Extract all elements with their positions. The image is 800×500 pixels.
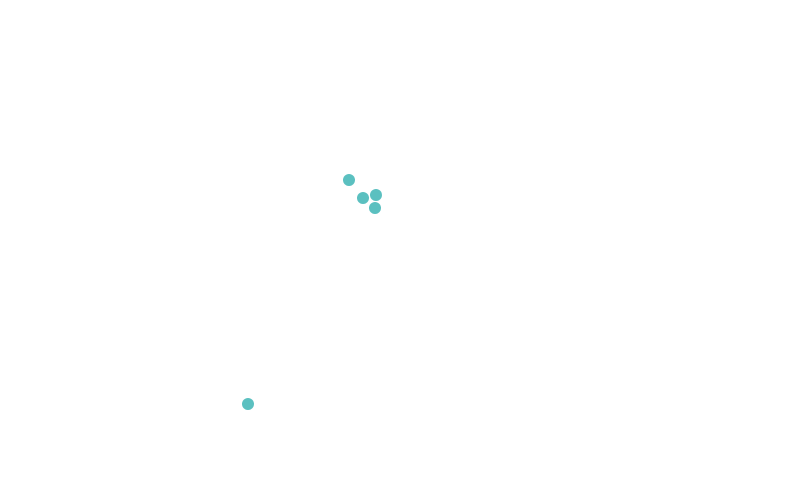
points-layer	[242, 174, 382, 410]
scatter-point-2	[357, 192, 369, 204]
scatter-point-4	[369, 202, 381, 214]
scatter-point-1	[343, 174, 355, 186]
scatter-point-5	[242, 398, 254, 410]
scatter-point-3	[370, 189, 382, 201]
